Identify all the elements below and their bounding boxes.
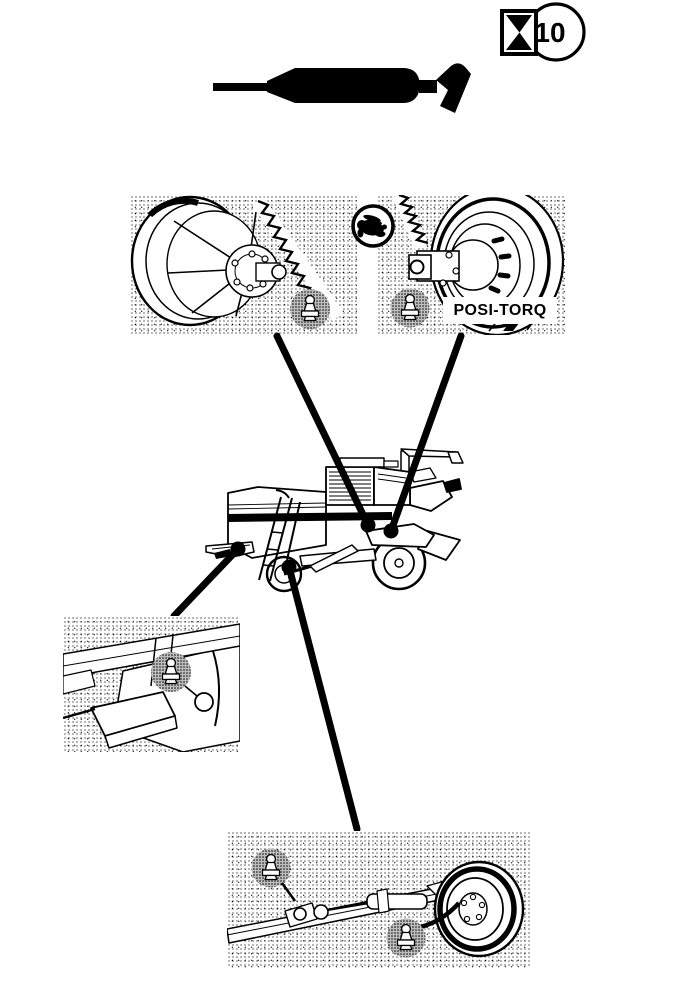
service-interval-badge: 10 (494, 0, 598, 66)
belt (147, 197, 199, 218)
grease-fitting-icon (151, 652, 191, 692)
inset-steering-axle (227, 831, 530, 968)
coil-spring (393, 195, 429, 250)
inset-belt-drive (130, 195, 357, 335)
rabbit-icon (357, 214, 387, 238)
interval-hours: 10 (534, 17, 565, 48)
posi-torq-label: POSI-TORQ (443, 297, 557, 324)
rabbit-icon-badge (349, 202, 397, 250)
inset-operator-platform (63, 616, 240, 752)
grease-fitting-icon (290, 289, 330, 329)
lube-point-dots (230, 517, 399, 575)
leader-lines (170, 332, 465, 833)
inset-posi-torq: POSI-TORQ (377, 195, 565, 335)
hub-slots (488, 236, 512, 294)
grease-fitting-icon (390, 288, 430, 328)
grease-fitting-icon (251, 848, 291, 888)
grease-gun-icon (205, 60, 485, 115)
hourglass-icon (506, 15, 532, 50)
grease-fitting-icon (386, 918, 426, 958)
